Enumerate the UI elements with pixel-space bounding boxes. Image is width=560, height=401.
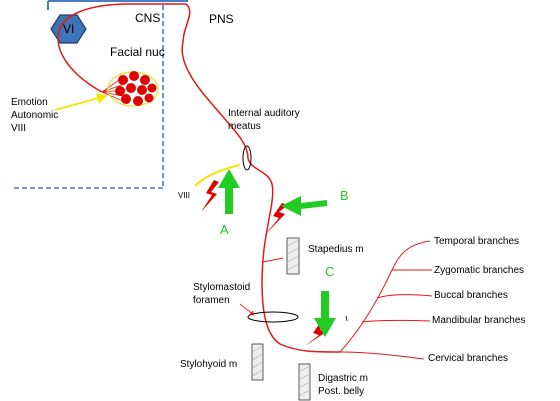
foramen-label-line2: foramen: [193, 295, 230, 306]
facial-nerve-trunk: [57, 3, 341, 353]
meatus-label-line1: Internal auditory: [228, 108, 300, 119]
branch-fan: [339, 240, 433, 360]
arrow-b: [281, 196, 327, 216]
lesion-arrows: [218, 169, 336, 337]
input-viii: VIII: [11, 123, 27, 134]
cns-boundary: [14, 0, 188, 189]
digastric-label-line1: Digastric m: [318, 373, 369, 384]
stapedius-box: [286, 237, 300, 275]
branch-zygomatic: Zygomatic branches: [434, 265, 525, 276]
lesion-a-label: A: [220, 222, 229, 237]
viii-nerve-fibre: [194, 164, 241, 187]
vi-label: VI: [63, 22, 75, 36]
meatus-label-line2: meatus: [228, 121, 261, 132]
branch-cervical: Cervical branches: [428, 353, 509, 364]
input-arrow: [54, 93, 108, 111]
arrow-a: [218, 169, 240, 214]
input-autonomic: Autonomic: [11, 110, 59, 121]
foramen-label-line1: Stylomastoid: [193, 282, 251, 293]
foramen-tick: [345, 315, 348, 322]
muscle-hatching: [251, 239, 311, 397]
stylohyoid-label: Stylohyoid m: [180, 359, 238, 370]
abducens-nucleus-hexagon: [50, 14, 87, 44]
input-emotion: Emotion: [11, 97, 48, 108]
branch-temporal: Temporal branches: [434, 236, 520, 247]
stylohyoid-box: [251, 343, 264, 381]
branch-buccal: Buccal branches: [434, 290, 508, 301]
stapedius-label: Stapedius m: [308, 244, 364, 255]
lesion-b-label: B: [340, 188, 349, 203]
pns-label: PNS: [209, 12, 234, 26]
cns-label: CNS: [135, 11, 161, 25]
muscle-boxes: [251, 237, 311, 401]
internal-auditory-meatus-ring: [242, 145, 252, 171]
arrow-c: [314, 291, 336, 337]
viii-label: VIII: [178, 191, 191, 200]
facial-nucleus-label: Facial nuc: [110, 45, 165, 59]
stapedius-branch: [262, 257, 284, 263]
stylomastoid-foramen-ring: [247, 311, 299, 323]
foramen-pointer: [239, 303, 255, 316]
digastric-box: [298, 363, 311, 401]
digastric-label-line2: Post. belly: [318, 386, 365, 397]
facial-nucleus-cells: [115, 71, 157, 106]
branch-mandibular: Mandibular branches: [432, 315, 526, 326]
lesion-c-label: C: [325, 264, 335, 279]
